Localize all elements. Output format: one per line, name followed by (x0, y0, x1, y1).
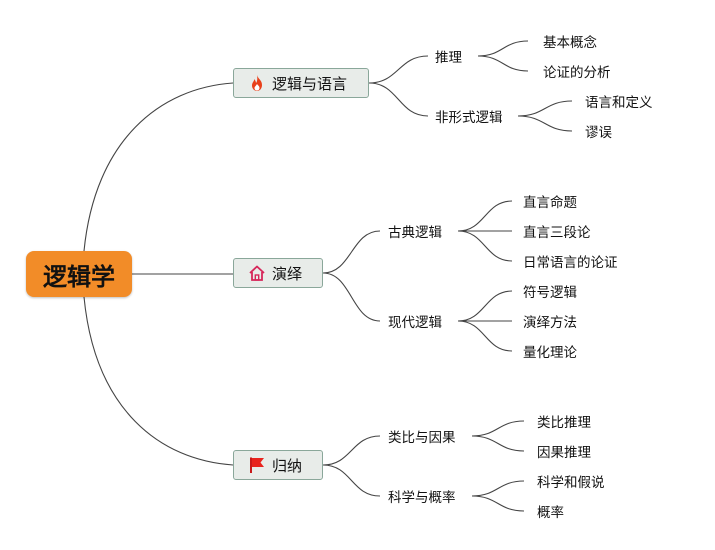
link-root-branch-0 (83, 82, 234, 252)
leaf-science-hypothesis[interactable]: 科学和假说 (537, 475, 605, 491)
leaf-deductive-method[interactable]: 演绎方法 (523, 315, 577, 331)
home-icon (248, 264, 266, 282)
topic-analogy-causation[interactable]: 类比与因果 (388, 430, 456, 446)
link-branch-2-0 (322, 435, 381, 466)
leaf-categorical-propositions[interactable]: 直言命题 (523, 195, 577, 211)
leaf-analogical-reasoning[interactable]: 类比推理 (537, 415, 591, 431)
branch-label: 归纳 (272, 456, 303, 475)
leaf-symbolic-logic[interactable]: 符号逻辑 (523, 285, 577, 301)
link-sub-21-0 (471, 480, 525, 497)
leaf-basic-concepts[interactable]: 基本概念 (543, 35, 597, 51)
link-branch-0-1 (368, 82, 429, 117)
leaf-quantification-theory[interactable]: 量化理论 (523, 345, 577, 361)
link-sub-01-1 (517, 115, 573, 132)
topic-inference[interactable]: 推理 (435, 50, 462, 66)
link-sub-11-0 (457, 290, 513, 322)
link-sub-20-0 (471, 420, 525, 437)
link-sub-00-0 (477, 40, 529, 57)
leaf-language-definition[interactable]: 语言和定义 (585, 95, 653, 111)
leaf-everyday-arguments[interactable]: 日常语言的论证 (523, 255, 618, 271)
fire-icon (248, 74, 266, 92)
link-sub-11-2 (457, 320, 513, 352)
branch-deduction[interactable]: 演绎 (233, 258, 323, 288)
leaf-fallacies[interactable]: 谬误 (585, 125, 612, 141)
link-sub-10-0 (457, 200, 513, 232)
leaf-probability[interactable]: 概率 (537, 505, 564, 521)
topic-science-probability[interactable]: 科学与概率 (388, 490, 456, 506)
link-sub-20-1 (471, 435, 525, 452)
topic-informal-logic[interactable]: 非形式逻辑 (435, 110, 503, 126)
link-branch-0-0 (368, 55, 429, 84)
link-branch-1-0 (322, 230, 381, 274)
leaf-categorical-syllogisms[interactable]: 直言三段论 (523, 225, 591, 241)
link-sub-10-2 (457, 230, 513, 262)
link-sub-01-0 (517, 100, 573, 117)
link-branch-2-1 (322, 464, 381, 497)
topic-classical-logic[interactable]: 古典逻辑 (388, 225, 442, 241)
link-root-branch-2 (83, 296, 234, 466)
branch-logic-language[interactable]: 逻辑与语言 (233, 68, 369, 98)
flag-icon (248, 456, 266, 474)
link-sub-21-1 (471, 495, 525, 512)
leaf-argument-analysis[interactable]: 论证的分析 (543, 65, 611, 81)
branch-label: 逻辑与语言 (272, 74, 348, 93)
link-branch-1-1 (322, 272, 381, 322)
link-sub-00-1 (477, 55, 529, 72)
branch-induction[interactable]: 归纳 (233, 450, 323, 480)
branch-label: 演绎 (272, 264, 303, 283)
leaf-causal-reasoning[interactable]: 因果推理 (537, 445, 591, 461)
topic-modern-logic[interactable]: 现代逻辑 (388, 315, 442, 331)
root-node[interactable]: 逻辑学 (26, 251, 132, 297)
